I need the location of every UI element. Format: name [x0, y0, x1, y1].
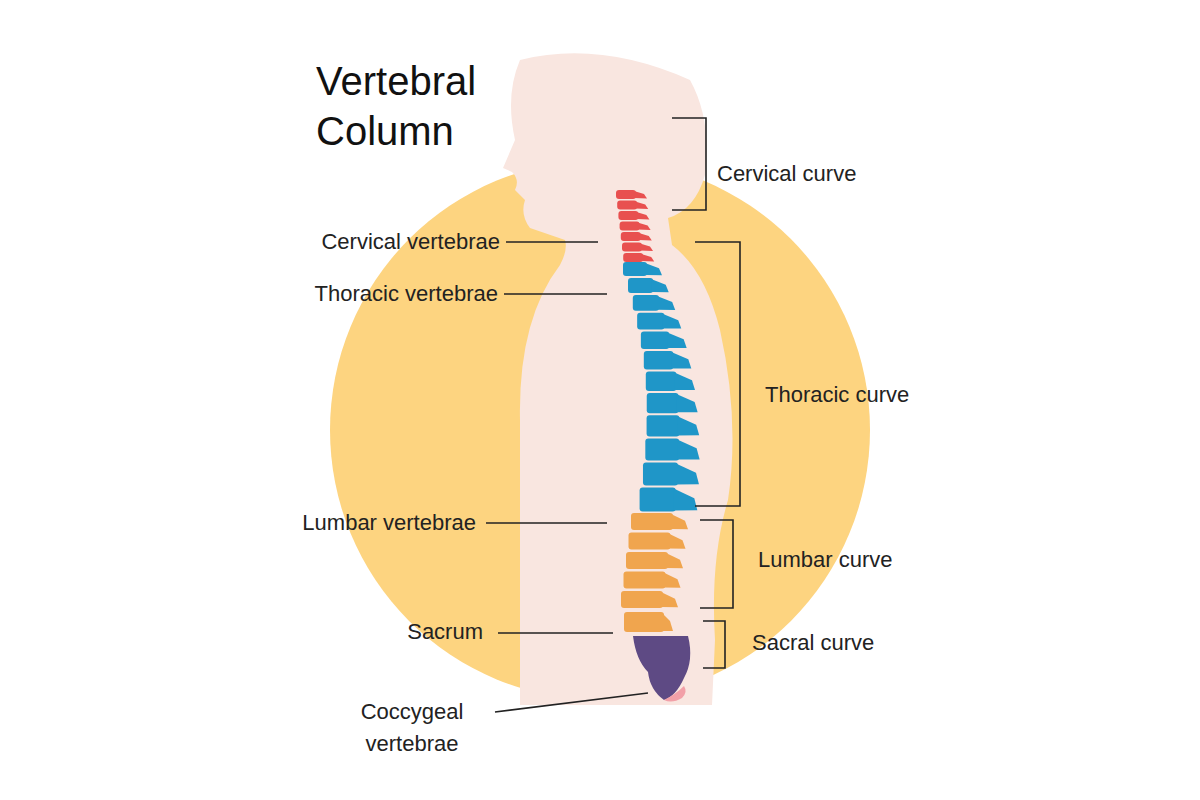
diagram-title: Vertebral Column	[316, 56, 516, 156]
spinous-process	[669, 534, 686, 549]
spinous-process	[635, 202, 648, 210]
coccyx-bone	[664, 686, 686, 702]
part-label: Lumbar vertebrae	[302, 508, 476, 538]
spinous-process	[674, 373, 695, 390]
leader-line	[498, 632, 613, 634]
spinous-process	[664, 573, 681, 588]
vertebra-body	[624, 572, 666, 589]
spinous-process	[662, 314, 681, 329]
curve-brackets	[672, 118, 740, 668]
vertebra-body	[617, 201, 637, 210]
vertebra-body	[647, 393, 679, 413]
spinous-process	[639, 233, 652, 241]
vertebra-body	[621, 591, 663, 608]
vertebrae-group	[616, 190, 700, 702]
spinous-process	[651, 279, 669, 292]
spinous-process	[634, 191, 647, 199]
vertebra-body	[628, 278, 653, 293]
spinous-process	[677, 439, 699, 459]
vertebra-body	[629, 533, 671, 550]
bracket	[700, 520, 733, 608]
leader-line	[504, 293, 607, 295]
vertebra-body	[646, 372, 677, 391]
part-label: Cervical vertebrae	[321, 227, 500, 257]
spinous-process	[667, 332, 686, 348]
vertebra-body	[623, 253, 643, 262]
part-label: Lumbar curve	[758, 545, 893, 575]
vertebra-body	[640, 488, 676, 512]
spinous-process	[676, 394, 697, 412]
vertebra-body	[647, 415, 680, 436]
leader-line	[486, 522, 607, 524]
bracket	[695, 242, 740, 506]
leader-line	[495, 693, 648, 712]
spinous-process	[661, 592, 678, 607]
vertebra-body	[618, 211, 638, 220]
spinous-process	[674, 489, 698, 511]
spinous-process	[671, 514, 688, 529]
spinous-process	[676, 464, 699, 485]
vertebra-body	[631, 513, 673, 530]
vertebra-body	[623, 262, 647, 276]
vertebra-body	[620, 222, 640, 231]
body-silhouette	[503, 53, 733, 705]
spinous-process	[645, 263, 662, 275]
spinous-process	[666, 553, 683, 568]
vertebra-body	[641, 331, 669, 349]
part-label: Coccygeal vertebrae	[342, 696, 482, 760]
vertebra-body	[616, 190, 636, 199]
bracket	[672, 118, 706, 210]
part-label: Cervical curve	[717, 159, 856, 189]
vertebra-body	[622, 243, 642, 252]
spinous-process	[640, 244, 653, 252]
vertebra-body	[626, 552, 668, 569]
bracket	[703, 621, 725, 668]
leader-line	[506, 241, 598, 243]
spinous-process	[657, 296, 675, 310]
spinous-process	[636, 212, 649, 220]
spinous-process	[638, 223, 651, 231]
spinous-process	[671, 352, 691, 369]
part-label: Thoracic vertebrae	[315, 279, 498, 309]
spinous-process	[662, 613, 673, 631]
vertebra-body	[637, 313, 664, 330]
part-label: Thoracic curve	[765, 380, 909, 410]
part-label: Sacral curve	[752, 628, 874, 658]
spinous-process	[677, 416, 699, 435]
spinous-process	[641, 254, 654, 262]
vertebra-body	[644, 351, 674, 370]
vertebra-body	[624, 612, 664, 632]
vertebra-body	[621, 232, 641, 241]
vertebra-body	[633, 295, 659, 311]
leader-lines	[486, 242, 648, 712]
part-label: Sacrum	[407, 617, 483, 647]
vertebra-body	[645, 438, 679, 460]
vertebra-body	[643, 463, 678, 486]
